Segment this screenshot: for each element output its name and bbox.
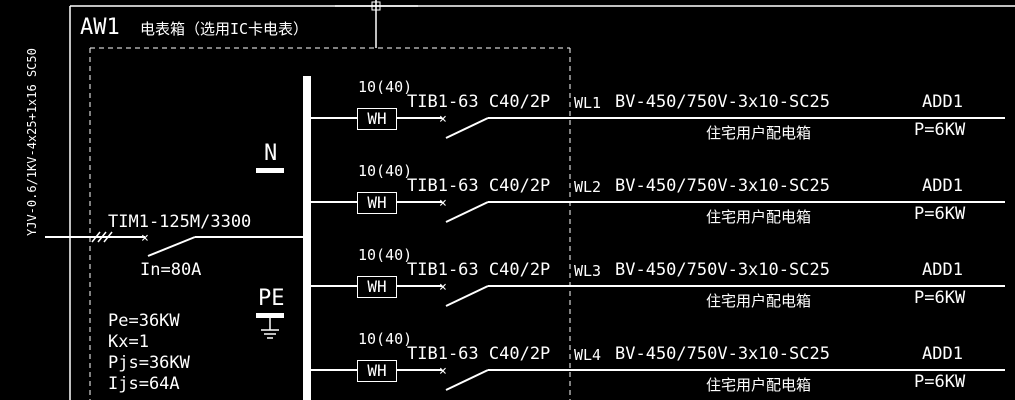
- branch-breaker-blade: [445, 285, 489, 307]
- circuit-cable: BV-450/750V-3x10-SC25: [615, 344, 830, 364]
- load-pe: Pe=36KW: [108, 311, 180, 331]
- main-busbar: [303, 76, 311, 400]
- main-breaker-cross: ×: [141, 231, 149, 246]
- branch-breaker-blade: [445, 201, 489, 223]
- circuit-meter-rating: 10(40): [358, 330, 413, 348]
- main-breaker-rating: In=80A: [140, 260, 202, 280]
- load-pjs: Pjs=36KW: [108, 353, 190, 373]
- earth-label: PE: [258, 286, 285, 311]
- circuit-cable: BV-450/750V-3x10-SC25: [615, 176, 830, 196]
- circuit-meter-box: WH: [357, 276, 397, 298]
- circuit-target: ADD1: [922, 344, 963, 364]
- branch-breaker-blade: [445, 369, 489, 391]
- branch-breaker-cross: ×: [439, 196, 447, 211]
- circuit-breaker-label: TIB1-63 C40/2P: [407, 260, 551, 280]
- load-ijs: Ijs=64A: [108, 374, 180, 394]
- circuit-power: P=6KW: [914, 120, 966, 140]
- circuit-description: 住宅用户配电箱: [706, 376, 812, 394]
- circuit-id: WL1: [574, 94, 602, 112]
- circuit-power: P=6KW: [914, 288, 966, 308]
- load-kx: Kx=1: [108, 332, 149, 352]
- circuit-description: 住宅用户配电箱: [706, 292, 812, 310]
- neutral-bar: [256, 168, 284, 173]
- circuit-meter-rating: 10(40): [358, 78, 413, 96]
- branch-breaker-cross: ×: [439, 364, 447, 379]
- incoming-tick-3: [103, 231, 113, 243]
- branch-circuit-lines: × × × ×: [311, 112, 1005, 391]
- circuit-power: P=6KW: [914, 204, 966, 224]
- circuit-meter-rating: 10(40): [358, 246, 413, 264]
- circuit-breaker-label: TIB1-63 C40/2P: [407, 344, 551, 364]
- circuit-meter-box: WH: [357, 108, 397, 130]
- circuit-id: WL2: [574, 178, 602, 196]
- circuit-target: ADD1: [922, 92, 963, 112]
- circuit-description: 住宅用户配电箱: [706, 124, 812, 142]
- main-breaker-model: TIM1-125M/3300: [108, 212, 252, 232]
- incoming-tick-2: [97, 231, 107, 243]
- circuit-target: ADD1: [922, 260, 963, 280]
- circuit-description: 住宅用户配电箱: [706, 208, 812, 226]
- pe-bar: [256, 313, 284, 318]
- circuit-id: WL3: [574, 262, 602, 280]
- branch-breaker-blade: [445, 117, 489, 139]
- circuit-cable: BV-450/750V-3x10-SC25: [615, 260, 830, 280]
- circuit-meter-box: WH: [357, 360, 397, 382]
- circuit-power: P=6KW: [914, 372, 966, 392]
- circuit-cable: BV-450/750V-3x10-SC25: [615, 92, 830, 112]
- top-connector-node: [371, 1, 381, 11]
- neutral-label: N: [264, 141, 278, 166]
- circuit-meter-rating: 10(40): [358, 162, 413, 180]
- circuit-meter-box: WH: [357, 192, 397, 214]
- incoming-cable-label: YJV-0.6/1KV-4x25+1x16 SC50: [25, 48, 39, 236]
- incoming-tick-1: [91, 231, 101, 243]
- branch-breaker-cross: ×: [439, 280, 447, 295]
- circuit-id: WL4: [574, 346, 602, 364]
- main-breaker-blade: [147, 236, 196, 257]
- branch-breaker-cross: ×: [439, 112, 447, 127]
- circuit-target: ADD1: [922, 176, 963, 196]
- panel-title: AW1: [80, 15, 120, 40]
- circuit-breaker-label: TIB1-63 C40/2P: [407, 92, 551, 112]
- panel-subtitle: 电表箱（选用IC卡电表）: [140, 20, 309, 38]
- circuit-breaker-label: TIB1-63 C40/2P: [407, 176, 551, 196]
